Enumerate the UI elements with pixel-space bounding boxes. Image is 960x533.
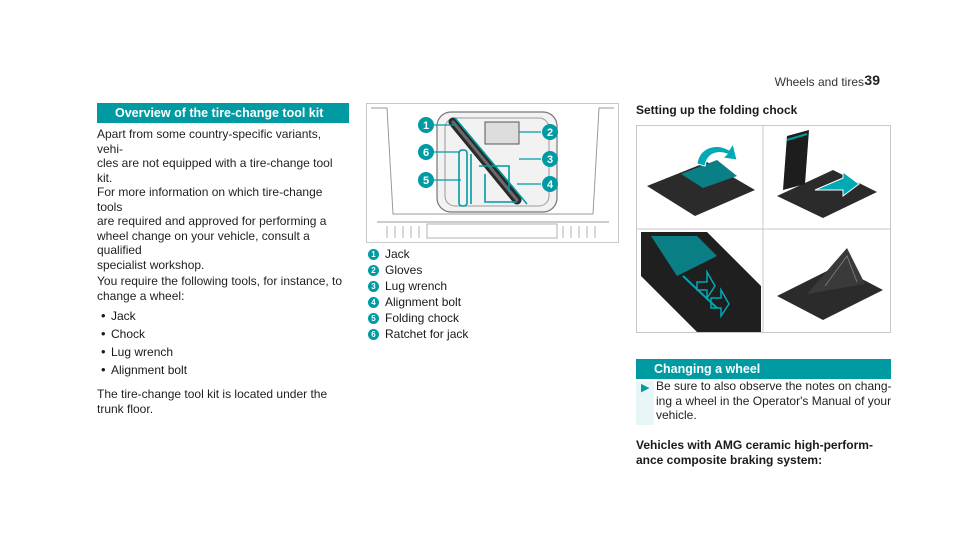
tool-kit-illustration: 1 2 3 4 5 6	[371, 107, 614, 239]
text-line: Vehicles with AMG ceramic high-perform-	[636, 438, 873, 452]
legend-label: Folding chock	[385, 311, 460, 325]
legend-item: 4 Alignment bolt	[368, 294, 618, 310]
chock-step-1	[647, 142, 755, 216]
amg-heading: Vehicles with AMG ceramic high-perform- …	[636, 438, 873, 467]
legend-label: Jack	[385, 247, 410, 261]
text-line: Apart from some country-specific variant…	[97, 127, 322, 156]
text-line: wheel change on your vehicle, consult a …	[97, 228, 310, 258]
callout-4: 4	[547, 179, 554, 191]
list-item: Alignment bolt	[97, 361, 349, 379]
chock-step-2	[777, 130, 877, 218]
running-header: Wheels and tires	[774, 75, 864, 89]
list-item: Jack	[97, 307, 349, 325]
callout-2: 2	[547, 127, 553, 139]
note-marker-bar	[636, 381, 654, 425]
legend-item: 6 Ratchet for jack	[368, 326, 618, 342]
legend-label: Lug wrench	[385, 279, 448, 293]
callout-5: 5	[423, 175, 429, 187]
legend-item: 2 Gloves	[368, 262, 618, 278]
list-item: Lug wrench	[97, 343, 349, 361]
callout-3: 3	[547, 154, 553, 166]
callout-1: 1	[423, 120, 429, 132]
legend-number: 6	[368, 328, 379, 340]
text-line: trunk floor.	[97, 401, 154, 416]
legend-number: 5	[368, 312, 379, 324]
legend-label: Gloves	[385, 263, 423, 277]
figure-legend: 1 Jack 2 Gloves 3 Lug wrench 4 Alignment bol…	[368, 246, 618, 342]
tool-kit-figure: 1 2 3 4 5 6	[366, 103, 619, 243]
page-number: 39	[864, 72, 880, 88]
text-line: The tire-change tool kit is located unde…	[97, 387, 328, 401]
chock-illustration	[637, 126, 890, 332]
legend-number: 2	[368, 264, 379, 276]
text-line: ing a wheel in the Operator's Manual of …	[656, 393, 892, 408]
text-line: are required and approved for performing…	[97, 214, 327, 228]
play-arrow-icon: ▶	[641, 382, 650, 394]
legend-label: Alignment bolt	[385, 295, 462, 309]
callout-6: 6	[423, 147, 429, 159]
text-line: change a wheel:	[97, 288, 185, 303]
text-line: specialist workshop.	[97, 257, 205, 272]
note-paragraph: Be sure to also observe the notes on cha…	[656, 379, 892, 423]
legend-label: Ratchet for jack	[385, 327, 469, 341]
text-line: Be sure to also observe the notes on cha…	[656, 379, 892, 393]
text-line: For more information on which tire-chang…	[97, 185, 323, 214]
location-paragraph: The tire-change tool kit is located unde…	[97, 387, 349, 416]
legend-number: 1	[368, 248, 379, 260]
intro-paragraph: Apart from some country-specific variant…	[97, 127, 349, 272]
text-line: cles are not equipped with a tire-change…	[97, 156, 333, 185]
section-heading-changing-wheel: Changing a wheel	[636, 359, 891, 379]
legend-number: 4	[368, 296, 379, 308]
chock-step-3	[641, 232, 761, 332]
chock-step-4	[777, 248, 883, 320]
legend-item: 5 Folding chock	[368, 310, 618, 326]
legend-number: 3	[368, 280, 379, 292]
require-paragraph: You require the following tools, for ins…	[97, 274, 349, 303]
section-heading-tool-kit: Overview of the tire-change tool kit	[97, 103, 349, 123]
chock-figure	[636, 125, 891, 333]
legend-item: 1 Jack	[368, 246, 618, 262]
text-line: vehicle.	[656, 408, 697, 422]
column-tool-kit: Overview of the tire-change tool kit Apa…	[97, 103, 349, 416]
list-item: Chock	[97, 325, 349, 343]
text-line: You require the following tools, for ins…	[97, 274, 343, 288]
chock-heading: Setting up the folding chock	[636, 103, 798, 117]
tool-list: Jack Chock Lug wrench Alignment bolt	[97, 307, 349, 379]
text-line: ance composite braking system:	[636, 452, 823, 467]
legend-item: 3 Lug wrench	[368, 278, 618, 294]
